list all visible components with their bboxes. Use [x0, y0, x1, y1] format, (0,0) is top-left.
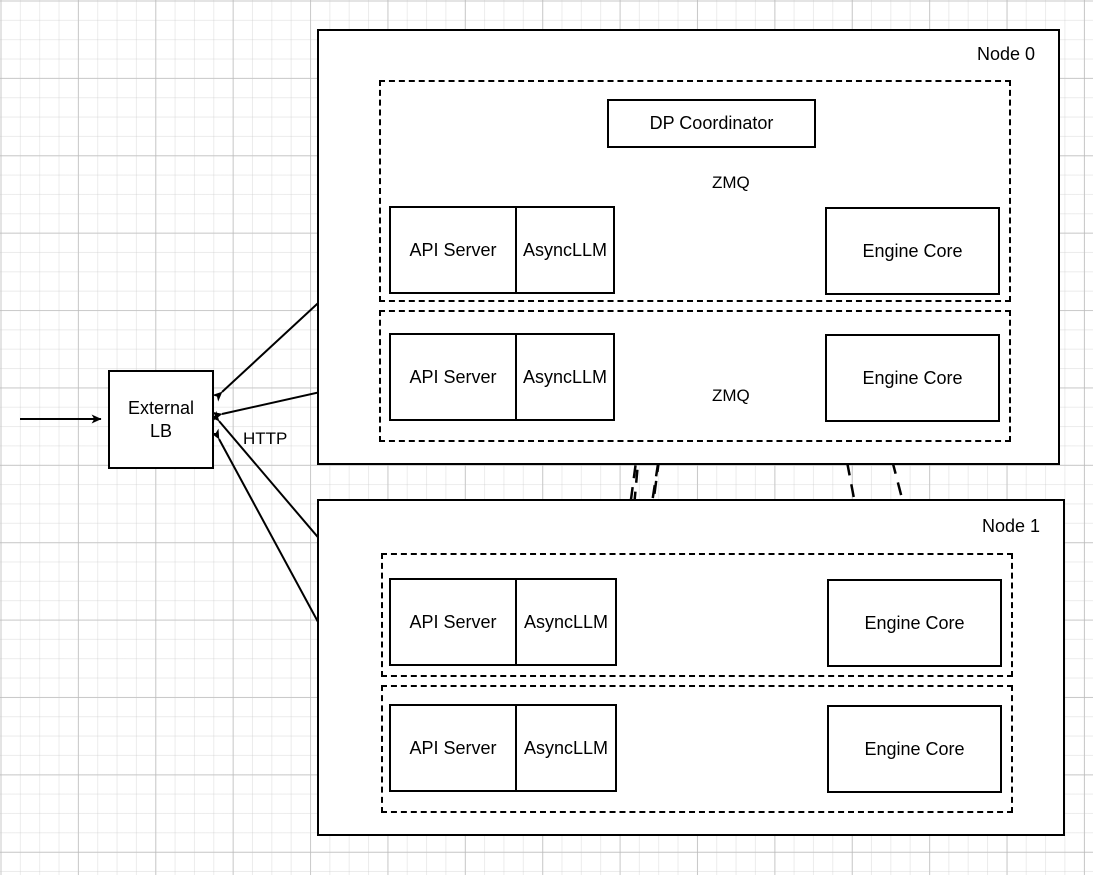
node-0-engine-core-box-2[interactable]: Engine Core [825, 334, 1000, 422]
asyncllm-label: AsyncLLM [522, 239, 608, 260]
asyncllm-label: AsyncLLM [523, 737, 609, 758]
node-1-api-server-box-1[interactable]: API Server AsyncLLM [389, 578, 617, 666]
api-server-label: API Server [391, 208, 517, 292]
asyncllm-label: AsyncLLM [522, 366, 608, 387]
http-edge-label: HTTP [243, 429, 288, 448]
node-1-api-server-box-2[interactable]: API Server AsyncLLM [389, 704, 617, 792]
node-0-engine-core-box-1[interactable]: Engine Core [825, 207, 1000, 295]
external-lb-label-line1: External [127, 398, 195, 418]
engine-core-label: Engine Core [864, 612, 965, 633]
node-1-label: Node 1 [982, 516, 1041, 536]
api-server-label: API Server [391, 580, 517, 664]
node-0-group-2 [379, 310, 1011, 442]
zmq-label-n0g2: ZMQ [712, 386, 750, 405]
engine-core-label: Engine Core [862, 367, 963, 388]
node-0-group-1 [379, 80, 1011, 302]
node-0-label: Node 0 [977, 44, 1036, 64]
node-0-api-server-box-1[interactable]: API Server AsyncLLM [389, 206, 615, 294]
node-1-group-1 [381, 553, 1013, 677]
node-1-engine-core-box-2[interactable]: Engine Core [827, 705, 1002, 793]
dp-coordinator-label: DP Coordinator [649, 113, 774, 134]
engine-core-label: Engine Core [862, 240, 963, 261]
asyncllm-label: AsyncLLM [523, 611, 609, 632]
engine-core-label: Engine Core [864, 738, 965, 759]
external-lb-label-line2: LB [149, 420, 173, 441]
node-1-group-2 [381, 685, 1013, 813]
api-server-label: API Server [391, 335, 517, 419]
dp-coordinator-box[interactable]: DP Coordinator [607, 99, 816, 148]
node-1-engine-core-box-1[interactable]: Engine Core [827, 579, 1002, 667]
zmq-label-n0g1: ZMQ [712, 173, 750, 192]
node-0-api-server-box-2[interactable]: API Server AsyncLLM [389, 333, 615, 421]
api-server-label: API Server [391, 706, 517, 790]
external-lb-box[interactable]: External LB [108, 370, 214, 469]
